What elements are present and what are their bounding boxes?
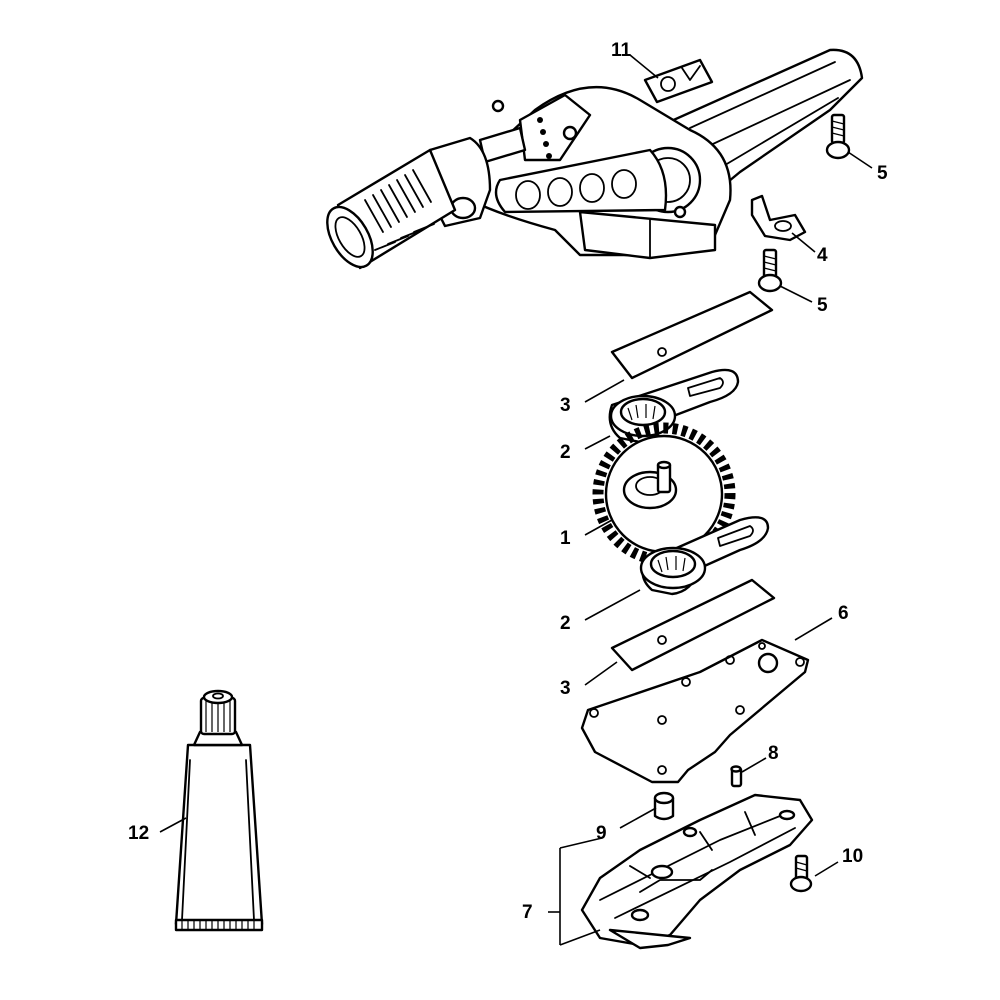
gasket-lower [610,578,776,672]
gear-housing [326,48,864,270]
grip-ribs [364,169,435,251]
callout-4: 4 [817,245,828,266]
screw-lower [757,248,783,293]
callout-3-lower: 3 [560,678,571,699]
callout-9: 9 [596,823,607,844]
callout-2-lower: 2 [560,613,571,634]
callout-5-upper: 5 [877,163,888,184]
callout-1: 1 [560,528,571,549]
leader-lines [159,54,873,946]
sleeve [653,791,675,821]
label-decal [643,58,714,104]
grease-tube [174,689,264,932]
pin [730,765,743,788]
gasket-upper [610,290,774,380]
callout-6: 6 [838,603,849,624]
callout-2-upper: 2 [560,442,571,463]
screw-upper [825,113,851,160]
gasket-plate [580,638,810,784]
callout-8: 8 [768,743,779,764]
callout-11: 11 [611,40,632,61]
bottom-plate [580,793,814,950]
connecting-rod-upper [608,368,740,444]
callout-10: 10 [842,846,864,867]
callout-12: 12 [128,823,150,844]
connecting-rod-lower [639,516,770,596]
screw-10 [789,854,813,893]
callout-3-upper: 3 [560,395,571,416]
callout-7: 7 [522,902,533,923]
callout-5-lower: 5 [817,295,828,316]
clip [750,194,807,242]
gear [592,422,736,566]
